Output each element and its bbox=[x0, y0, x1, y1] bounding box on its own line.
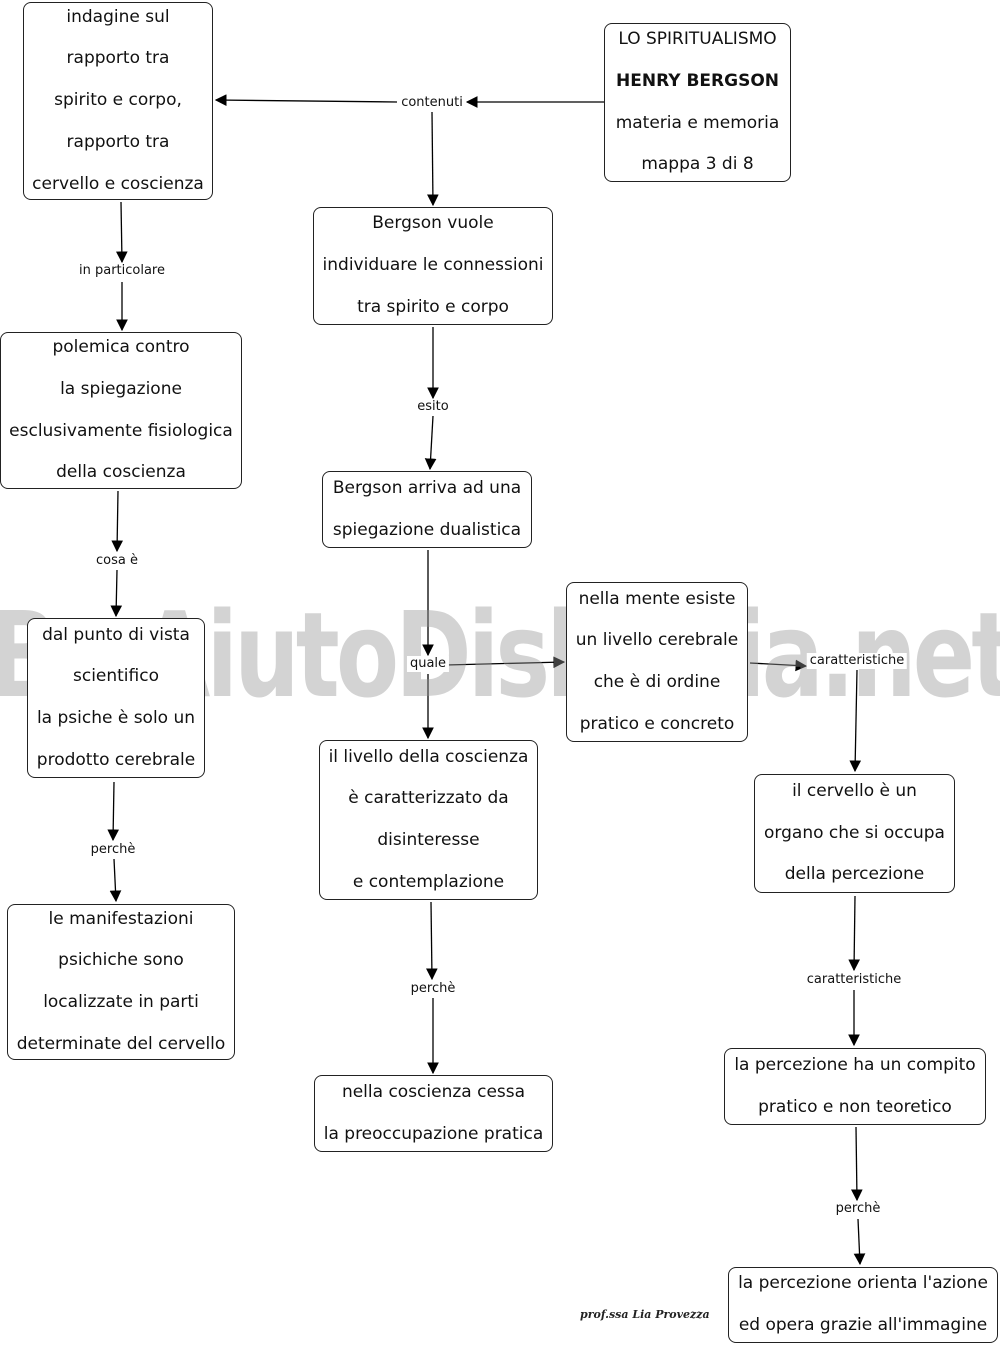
node-line: della percezione bbox=[784, 864, 925, 885]
node-line: pratico e non teoretico bbox=[758, 1096, 952, 1117]
node-title-author: HENRY BERGSON bbox=[616, 70, 779, 91]
link-label-caratteristiche: caratteristiche bbox=[806, 653, 908, 669]
link-label-perche: perchè bbox=[87, 842, 139, 858]
edge-caratteristiche-cervello bbox=[849, 669, 862, 773]
node-line: la preoccupazione pratica bbox=[323, 1123, 544, 1144]
node-line: il livello della coscienza bbox=[328, 746, 529, 767]
node-indagine: indagine sul rapporto tra spirito e corp… bbox=[23, 2, 213, 200]
node-line: dal punto di vista bbox=[42, 624, 190, 645]
node-line: psichiche sono bbox=[58, 950, 184, 971]
node-line: nella mente esiste bbox=[578, 588, 736, 609]
node-line: esclusivamente fisiologica bbox=[9, 420, 233, 441]
node-line: cervello e coscienza bbox=[32, 173, 204, 194]
edge-quale-mente bbox=[445, 656, 566, 669]
node-cervello: il cervello è un organo che si occupa de… bbox=[754, 774, 955, 893]
node-line: le manifestazioni bbox=[48, 908, 194, 929]
node-line: spiegazione dualistica bbox=[332, 519, 522, 540]
node-line: e contemplazione bbox=[352, 871, 505, 892]
node-line: la percezione orienta l'azione bbox=[738, 1273, 988, 1294]
link-label-quale: quale bbox=[406, 656, 450, 672]
node-line: prodotto cerebrale bbox=[36, 749, 196, 770]
node-line: la percezione ha un compito bbox=[734, 1054, 976, 1075]
edge-cosa-punto bbox=[110, 569, 123, 618]
node-line: disinteresse bbox=[377, 830, 480, 850]
edge-perche-manifestazioni bbox=[109, 858, 122, 903]
link-label-caratteristiche: caratteristiche bbox=[803, 972, 905, 988]
node-title: LO SPIRITUALISMO HENRY BERGSON materia e… bbox=[604, 23, 791, 182]
node-line: la psiche è solo un bbox=[36, 708, 196, 728]
node-punto-vista: dal punto di vista scientifico la psiche… bbox=[27, 618, 205, 778]
edge-contenuti-bergson bbox=[427, 111, 439, 207]
author-credit: prof.ssa Lia Provezza bbox=[580, 1308, 710, 1321]
node-polemica: polemica contro la spiegazione esclusiva… bbox=[0, 332, 242, 489]
node-mente: nella mente esiste un livello cerebrale … bbox=[566, 582, 748, 742]
node-line: determinate del cervello bbox=[16, 1033, 226, 1054]
node-title-line: mappa 3 di 8 bbox=[641, 154, 754, 175]
node-line: indagine sul bbox=[66, 6, 170, 27]
node-line: individuare le connessioni bbox=[322, 255, 544, 276]
link-label-perche: perchè bbox=[407, 981, 459, 997]
node-manifestazioni: le manifestazioni psichiche sono localiz… bbox=[7, 904, 235, 1060]
edge-polemica-cosa bbox=[111, 490, 124, 553]
edge-cervello-caratteristiche bbox=[848, 895, 860, 972]
node-line: pratico e concreto bbox=[579, 713, 735, 734]
node-line: Bergson arriva ad una bbox=[332, 477, 522, 498]
node-cessa: nella coscienza cessa la preoccupazione … bbox=[314, 1075, 553, 1152]
node-bergson-vuole: Bergson vuole individuare le connessioni… bbox=[313, 207, 553, 325]
node-line: organo che si occupa bbox=[764, 822, 945, 843]
edge-livello-perche bbox=[426, 901, 438, 981]
link-label-in-particolare: in particolare bbox=[76, 263, 168, 279]
node-line: tra spirito e corpo bbox=[357, 296, 509, 317]
node-line: localizzate in parti bbox=[43, 992, 199, 1012]
node-line: la spiegazione bbox=[60, 378, 182, 399]
node-line: scientifico bbox=[72, 666, 159, 687]
node-arriva: Bergson arriva ad una spiegazione dualis… bbox=[322, 471, 532, 548]
node-line: è caratterizzato da bbox=[348, 788, 509, 809]
node-title-line: materia e memoria bbox=[615, 112, 780, 133]
node-line: un livello cerebrale bbox=[575, 630, 739, 651]
node-line: ed opera grazie all'immagine bbox=[738, 1315, 988, 1335]
edge-compito-perche bbox=[851, 1126, 863, 1202]
edge-indagine-particolare bbox=[115, 201, 128, 264]
edge-esito-arriva bbox=[424, 415, 437, 471]
node-line: Bergson vuole bbox=[372, 213, 494, 234]
link-label-cosa-e: cosa è bbox=[93, 553, 141, 569]
node-line: rapporto tra bbox=[66, 131, 170, 152]
node-line: della coscienza bbox=[56, 462, 186, 483]
edge-contenuti-indagine bbox=[214, 94, 398, 106]
node-line: che è di ordine bbox=[593, 672, 721, 692]
node-compito: la percezione ha un compito pratico e no… bbox=[724, 1048, 986, 1125]
edge-punto-perche bbox=[107, 781, 120, 842]
link-label-esito: esito bbox=[414, 399, 452, 415]
link-label-perche: perchè bbox=[832, 1201, 884, 1217]
node-line: il cervello è un bbox=[792, 780, 917, 801]
node-livello: il livello della coscienza è caratterizz… bbox=[319, 740, 538, 900]
node-line: polemica contro bbox=[52, 337, 190, 358]
node-line: spirito e corpo, bbox=[54, 90, 182, 111]
link-label-contenuti: contenuti bbox=[398, 95, 466, 111]
node-line: rapporto tra bbox=[66, 48, 170, 69]
node-title-line: LO SPIRITUALISMO bbox=[618, 29, 777, 50]
node-line: nella coscienza cessa bbox=[341, 1081, 526, 1102]
node-orienta: la percezione orienta l'azione ed opera … bbox=[728, 1267, 998, 1343]
edge-mente-caratteristiche bbox=[749, 659, 808, 672]
edge-perche-orienta bbox=[853, 1218, 866, 1266]
